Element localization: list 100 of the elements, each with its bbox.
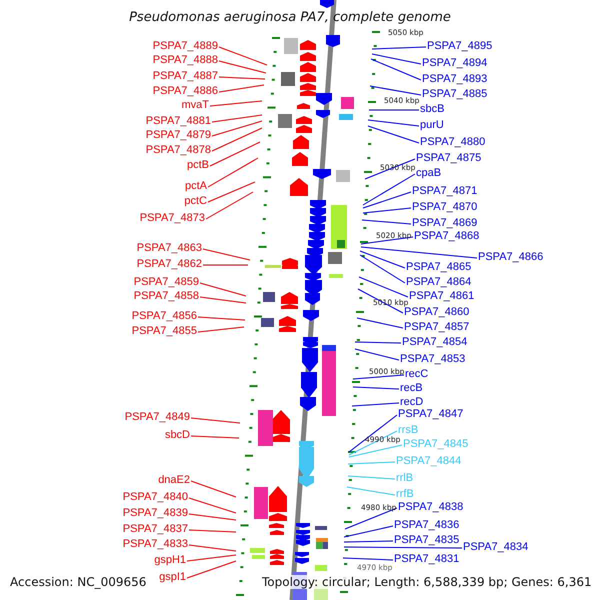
gene-label: PSPA7_4873: [140, 212, 205, 225]
leader-line: [352, 386, 400, 390]
leader-line: [352, 374, 404, 380]
gene-label: PSPA7_4855: [132, 325, 197, 338]
leader-line: [358, 288, 404, 314]
gene-label: PSPA7_4853: [400, 353, 466, 366]
leader-line: [356, 318, 404, 328]
leader-line: [342, 558, 394, 560]
gene-label: PSPA7_4866: [478, 251, 544, 264]
leader-line: [198, 326, 244, 332]
leader-line: [372, 46, 426, 50]
leader-line: [188, 514, 236, 520]
gene-label: PSPA7_4888: [152, 54, 218, 67]
leader-line: [344, 526, 394, 538]
gene-label: PSPA7_4837: [122, 523, 188, 536]
gene-label: PSPA7_4887: [152, 70, 218, 83]
gene-label: PSPA7_4869: [412, 217, 478, 230]
leader-line: [368, 126, 420, 144]
leader-line: [352, 402, 400, 406]
leader-line: [360, 250, 406, 268]
gene-label: rrsB: [398, 424, 418, 437]
gene-label: PSPA7_4854: [402, 336, 468, 349]
gene-label: cpaB: [416, 167, 442, 180]
leader-line: [212, 120, 262, 136]
gene-label: PSPA7_4881: [146, 115, 211, 128]
leader-line: [186, 554, 236, 562]
leader-line: [198, 316, 246, 320]
leader-line: [210, 142, 260, 166]
gene-label: PSPA7_4840: [122, 491, 188, 504]
leader-line: [186, 560, 236, 578]
leader-line: [200, 296, 246, 304]
leader-line: [202, 248, 250, 260]
gene-label: PSPA7_4859: [134, 276, 199, 289]
gene-label: rrlB: [396, 472, 414, 485]
leader-line: [364, 158, 416, 180]
gene-label: PSPA7_4862: [136, 258, 202, 271]
gene-label: recC: [405, 368, 428, 381]
leader-line: [360, 246, 478, 258]
leader-line: [206, 192, 254, 220]
leader-line: [348, 414, 398, 452]
gene-label: sbcD: [164, 429, 190, 442]
leader-line: [188, 544, 236, 552]
gene-label: PSPA7_4861: [409, 290, 474, 303]
leader-line: [208, 158, 258, 188]
leader-line: [368, 120, 420, 126]
leader-line: [370, 58, 422, 80]
leader-line: [218, 60, 266, 74]
gene-label: PSPA7_4831: [394, 553, 460, 566]
leader-line: [202, 264, 248, 266]
leader-line: [348, 476, 396, 480]
leader-line: [208, 182, 256, 202]
gene-label: PSPA7_4875: [416, 152, 482, 165]
leader-line: [218, 76, 266, 80]
leader-line: [362, 192, 412, 208]
gene-label: PSPA7_4880: [420, 136, 486, 149]
gene-label: gspI1: [159, 571, 186, 584]
gene-label: recD: [400, 396, 424, 409]
gene-label: purU: [420, 119, 444, 132]
gene-label: PSPA7_4865: [406, 261, 472, 274]
leader-line: [354, 342, 402, 344]
gene-label: mvaT: [182, 99, 209, 112]
gene-label: PSPA7_4844: [396, 455, 462, 468]
gene-label: sbcB: [420, 103, 444, 116]
leader-line: [362, 208, 412, 214]
gene-label: PSPA7_4849: [124, 411, 190, 424]
leader-line: [348, 444, 402, 458]
gene-label: PSPA7_4845: [403, 438, 468, 451]
gene-label: PSPA7_4860: [404, 306, 470, 319]
leader-line: [362, 174, 416, 206]
leader-line: [354, 348, 400, 360]
leader-line: [362, 220, 412, 224]
gene-label: rrfB: [396, 488, 414, 501]
title: Pseudomonas aeruginosa PA7, complete genome: [128, 10, 452, 26]
gene-label: PSPA7_4879: [146, 129, 211, 142]
leader-line: [372, 54, 422, 64]
gene-label: PSPA7_4871: [412, 185, 478, 198]
gene-label: PSPA7_4895: [427, 40, 492, 53]
gene-label: PSPA7_4857: [404, 321, 470, 334]
gene-label: PSPA7_4863: [136, 242, 202, 255]
leader-line: [190, 436, 240, 438]
gene-label: PSPA7_4835: [394, 534, 460, 547]
leader-line: [200, 282, 246, 296]
leader-line: [346, 486, 396, 496]
gene-label: pctA: [184, 180, 207, 193]
gene-label: PSPA7_4878: [146, 144, 211, 157]
gene-label: pctC: [184, 195, 207, 208]
gene-label: PSPA7_4889: [152, 40, 218, 53]
leader-line: [188, 530, 236, 532]
gene-label: PSPA7_4839: [122, 507, 188, 520]
leader-line: [348, 462, 396, 464]
gene-label: PSPA7_4838: [398, 501, 464, 514]
leader-line: [190, 480, 236, 498]
gene-label: pctB: [186, 159, 209, 172]
leader-line: [360, 254, 406, 284]
leader-line: [360, 236, 414, 244]
leader-line: [188, 498, 236, 514]
leader-line: [218, 84, 264, 92]
gene-label: recB: [400, 382, 423, 395]
leader-line: [344, 546, 462, 548]
accession-text: Accession: NC_009656: [10, 575, 146, 589]
